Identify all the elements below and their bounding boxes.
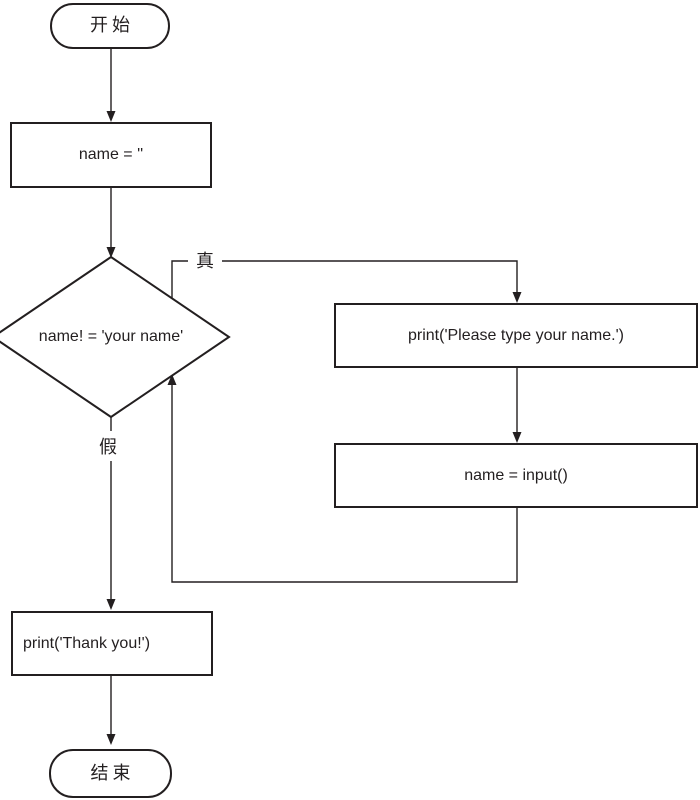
process-print-prompt: print('Please type your name.') xyxy=(334,303,698,368)
arrowhead-down-icon xyxy=(106,247,116,258)
process-input-label: name = input() xyxy=(464,466,568,484)
decision-diamond xyxy=(0,255,231,419)
edge-input-loopback xyxy=(171,384,518,583)
edge-decision-true xyxy=(171,260,518,300)
decision-condition: name! = 'your name' xyxy=(0,324,222,350)
false-label: 假 xyxy=(99,437,117,457)
arrowhead-down-icon xyxy=(512,432,522,443)
process-print-prompt-label: print('Please type your name.') xyxy=(408,326,624,344)
edge-label-false: 假 xyxy=(91,431,125,461)
true-label: 真 xyxy=(196,251,214,271)
start-label: 开始 xyxy=(90,15,134,36)
arrowhead-down-icon xyxy=(106,734,116,745)
process-init-label: name = '' xyxy=(78,146,144,164)
arrowhead-down-icon xyxy=(106,599,116,610)
process-print-thanks: print('Thank you!') xyxy=(11,611,213,676)
arrowhead-down-icon xyxy=(512,292,522,303)
decision-condition-label: name! = 'your name' xyxy=(38,328,184,345)
process-input: name = input() xyxy=(334,443,698,508)
process-print-thanks-label: print('Thank you!') xyxy=(23,634,151,652)
arrowhead-down-icon xyxy=(106,111,116,122)
end-label: 结束 xyxy=(90,762,135,783)
edge-label-true: 真 xyxy=(188,246,222,274)
process-init-name: name = '' xyxy=(10,122,212,188)
start-terminator: 开始 xyxy=(50,3,170,49)
arrowhead-up-icon xyxy=(167,374,177,385)
end-terminator: 结束 xyxy=(49,749,172,798)
